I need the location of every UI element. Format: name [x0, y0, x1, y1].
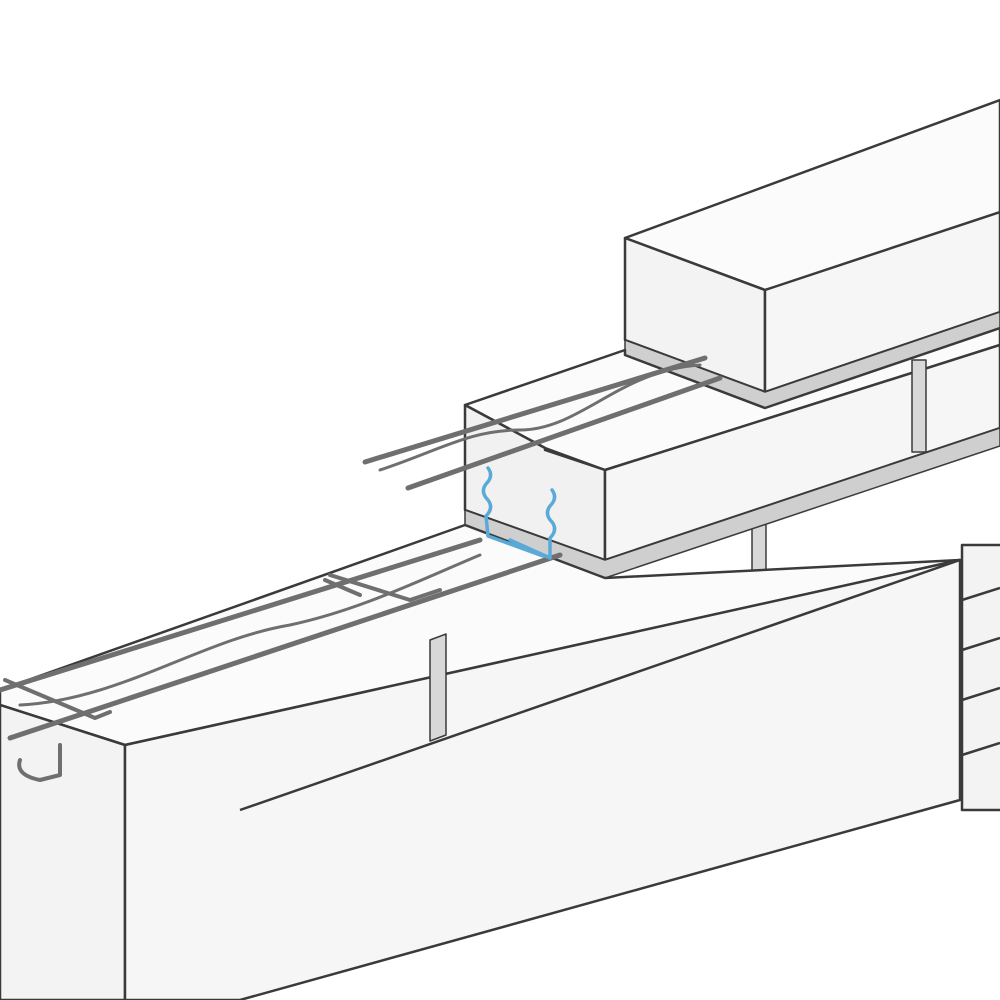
wire-diagonal: [18, 553, 482, 707]
lower-course: [0, 523, 962, 1000]
wire-rod: [405, 375, 723, 491]
bed-joint-reinforcement: [0, 355, 723, 782]
top-block-side-face: [763, 210, 1000, 394]
course-line: [239, 558, 961, 812]
wire-rod: [0, 537, 483, 693]
vertical-joint: [911, 359, 927, 453]
wire-rod: [7, 552, 563, 741]
wire-clip: [323, 573, 442, 602]
wire-clip: [3, 678, 112, 782]
middle-course-top-face: [463, 326, 1000, 472]
wall-ties: [481, 466, 557, 560]
right-stacked-blocks: [960, 543, 1000, 812]
wall-tie: [508, 488, 557, 560]
wall-tie: [481, 466, 545, 558]
top-block: [623, 98, 1000, 394]
lower-course-front-face: [0, 703, 127, 1000]
wire-diagonal: [378, 363, 702, 472]
vertical-joint: [429, 633, 447, 742]
middle-course-side-face: [603, 343, 1000, 562]
lower-course-side-face: [123, 558, 962, 1000]
